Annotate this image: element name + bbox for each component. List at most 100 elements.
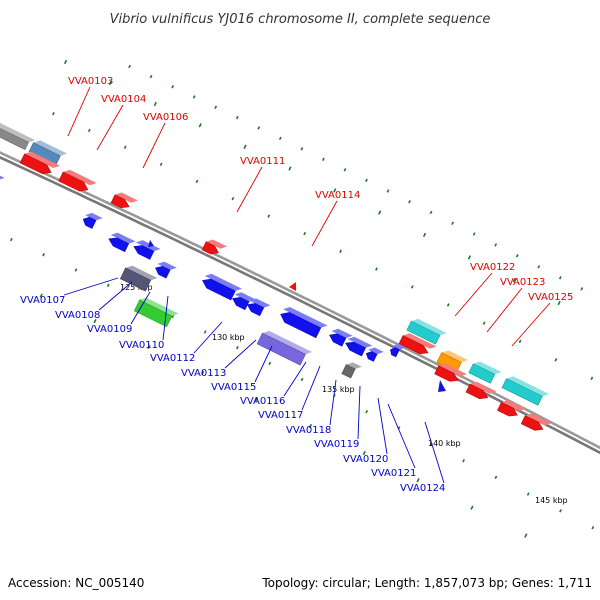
gene-label-vva0103: VVA0103 [68, 76, 113, 87]
label-leader [96, 104, 124, 151]
label-leader [224, 339, 257, 369]
tick-mark [410, 285, 414, 289]
gene-feature [202, 273, 242, 301]
tick-mark [42, 253, 45, 257]
gene-feature [0, 168, 5, 181]
tick-mark [515, 254, 519, 258]
label-leader [511, 302, 551, 347]
gene-label-vva0114: VVA0114 [315, 190, 360, 201]
gene-feature [133, 297, 179, 328]
tick-mark [557, 300, 561, 306]
label-leader [130, 291, 151, 325]
tick-mark [451, 221, 455, 225]
label-leader [67, 86, 91, 137]
tick-mark [422, 232, 427, 238]
gene-feature [520, 413, 552, 431]
tick-mark [267, 214, 271, 218]
tick-mark [171, 85, 175, 89]
tick-mark [300, 377, 304, 382]
tick-mark [365, 409, 369, 414]
gene-label-vva0111: VVA0111 [240, 156, 285, 167]
tick-mark [386, 189, 390, 193]
tick-mark [153, 101, 157, 107]
tick-label: 130 kbp [212, 333, 245, 342]
tick-mark [214, 105, 218, 109]
tick-mark [63, 59, 68, 65]
tick-label: 145 kbp [535, 496, 568, 505]
gene-label-vva0107: VVA0107 [20, 295, 65, 306]
label-leader [142, 122, 166, 169]
label-leader [162, 295, 169, 341]
tick-mark [243, 144, 247, 149]
topology-summary: Topology: circular; Length: 1,857,073 bp… [262, 576, 592, 590]
tick-mark [494, 243, 498, 247]
tick-mark [74, 268, 78, 272]
gene-label-vva0116: VVA0116 [240, 396, 285, 407]
label-leader [424, 421, 445, 484]
gene-label-vva0117: VVA0117 [258, 410, 303, 421]
tick-mark [472, 232, 476, 236]
tick-mark [558, 276, 562, 280]
tick-mark [235, 115, 239, 120]
accession-text: Accession: NC_005140 [8, 576, 145, 590]
gene-feature [155, 261, 177, 279]
gene-feature [280, 307, 328, 339]
tick-label: 125 kbp [120, 283, 153, 292]
tick-mark [108, 80, 113, 86]
gene-feature [58, 169, 97, 192]
labels-layer: VVA0103VVA0104VVA0106VVA0111VVA0114VVA01… [20, 76, 573, 494]
tick-mark [333, 188, 337, 193]
tick-mark [494, 475, 498, 480]
tick-mark [482, 321, 486, 325]
tick-mark [526, 492, 530, 496]
gene-label-vva0109: VVA0109 [87, 324, 132, 335]
gene-label-vva0119: VVA0119 [314, 439, 359, 450]
gene-feature [438, 380, 446, 392]
tick-mark [254, 397, 259, 402]
tick-mark [559, 509, 562, 513]
gene-label-vva0120: VVA0120 [343, 454, 388, 465]
gene-feature [246, 298, 271, 317]
label-leader [311, 200, 338, 247]
tick-mark [149, 74, 153, 79]
gene-feature [345, 336, 373, 357]
gene-feature [108, 232, 136, 253]
tick-mark [462, 459, 465, 463]
gene-feature [406, 318, 447, 345]
gene-label-vva0112: VVA0112 [150, 353, 195, 364]
gene-feature [341, 362, 362, 379]
tick-mark [288, 166, 292, 171]
gene-feature [329, 328, 353, 347]
tick-label: 140 kbp [428, 439, 461, 448]
label-leader [283, 361, 307, 397]
tick-mark [375, 267, 378, 271]
gene-feature [256, 330, 313, 366]
gene-feature [398, 333, 437, 355]
tick-mark [416, 478, 420, 483]
gene-label-vva0118: VVA0118 [286, 425, 331, 436]
tick-mark [467, 255, 471, 260]
tick-mark [201, 370, 205, 376]
gene-feature [148, 240, 154, 247]
tick-mark [470, 505, 474, 510]
tick-mark [446, 303, 450, 307]
tick-mark [106, 283, 110, 287]
tick-mark [52, 111, 55, 116]
tick-mark [378, 210, 382, 215]
label-leader [63, 277, 119, 296]
tick-mark [123, 145, 127, 149]
tick-mark [257, 126, 261, 130]
tick-mark [300, 147, 304, 151]
gene-feature [82, 212, 103, 229]
tick-mark [278, 136, 282, 141]
tick-mark [303, 231, 307, 236]
gene-feature [501, 376, 550, 406]
label-leader [301, 365, 321, 411]
tick-mark [159, 162, 163, 166]
tick-mark [429, 210, 433, 215]
tick-mark [537, 265, 541, 269]
gene-label-vva0113: VVA0113 [181, 368, 226, 379]
tick-mark [591, 526, 595, 530]
